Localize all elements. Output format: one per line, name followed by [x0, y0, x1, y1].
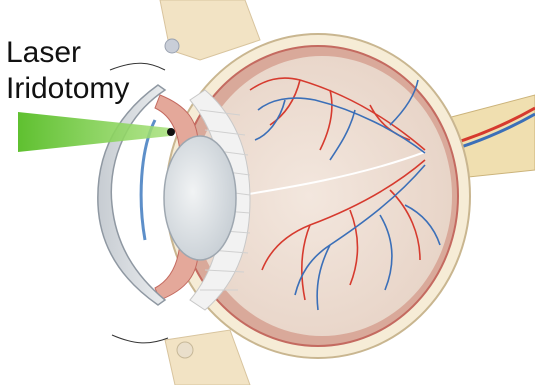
- gland-shape: [165, 39, 179, 53]
- lens: [164, 136, 236, 260]
- orbital-bone-bottom: [165, 330, 250, 385]
- eyelash-lower: [112, 335, 168, 343]
- iridotomy-hole: [167, 128, 175, 136]
- label-iridotomy: Iridotomy: [6, 72, 129, 106]
- gland-shape-lower: [177, 342, 193, 358]
- cornea: [98, 85, 165, 305]
- label-laser: Laser: [6, 36, 81, 70]
- eyelash-upper: [110, 63, 165, 70]
